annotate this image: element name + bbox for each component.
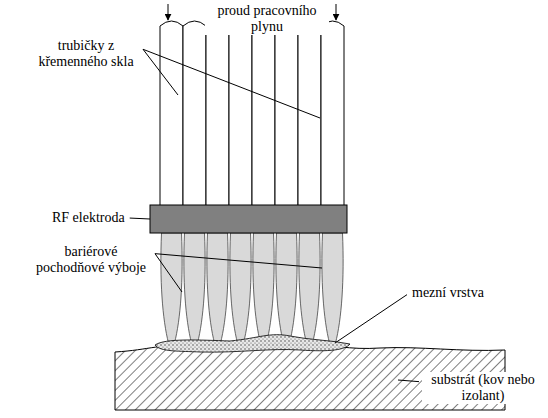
rf-electrode	[150, 205, 347, 233]
discharge-plume	[299, 233, 320, 343]
discharge-plume	[322, 233, 343, 343]
boundary-layer	[155, 335, 350, 352]
leader-line	[398, 380, 419, 382]
leader-line	[155, 254, 182, 292]
quartz-tube	[298, 21, 321, 232]
gas-flow-arrow	[336, 4, 337, 20]
discharge-label: bariérové pochodňové výboje	[30, 244, 152, 276]
discharge-plume	[184, 233, 205, 343]
quartz-tube	[183, 21, 206, 232]
tube-label: trubičky z křemenného skla	[32, 38, 140, 70]
substrate-label: substrát (kov nebo izolant)	[422, 372, 544, 404]
quartz-tube	[229, 21, 252, 232]
electrode-label: RF elektroda	[50, 210, 127, 226]
quartz-tube	[206, 21, 229, 232]
discharge-plume	[276, 233, 297, 343]
quartz-tube	[160, 21, 183, 232]
leader-line	[155, 254, 322, 268]
gas-flow-arrow	[168, 4, 169, 20]
quartz-tube	[321, 21, 344, 232]
leader-line	[143, 49, 320, 118]
discharge-plumes	[161, 233, 343, 343]
discharge-plume	[230, 233, 251, 343]
quartz-tubes	[160, 21, 344, 232]
leader-line	[130, 218, 150, 220]
discharge-plume	[253, 233, 274, 343]
gas-flow-label: proud pracovního plynu	[205, 3, 329, 35]
discharge-plume	[207, 233, 228, 343]
boundary-layer-label: mezní vrstva	[410, 285, 486, 301]
quartz-tube	[252, 21, 275, 232]
leader-line	[335, 295, 407, 343]
quartz-tube	[275, 21, 298, 232]
